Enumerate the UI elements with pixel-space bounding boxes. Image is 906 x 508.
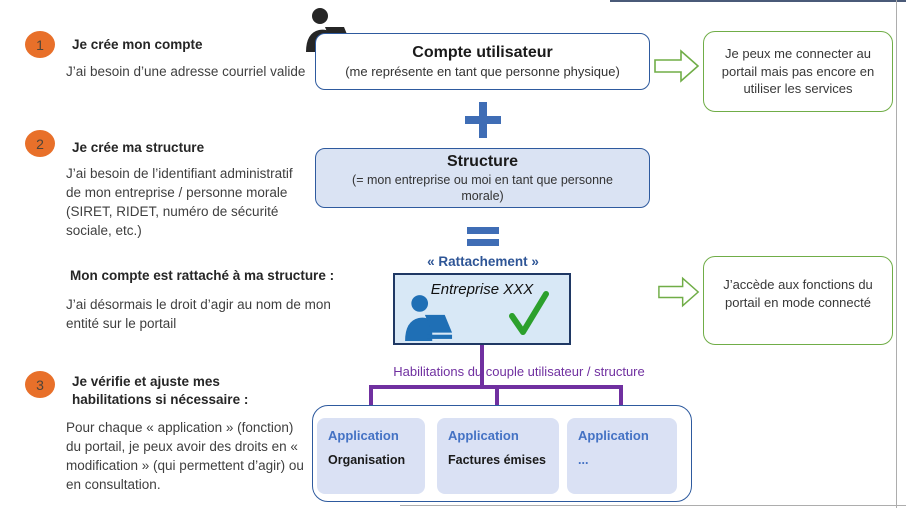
outcome-text: Je peux me connecter au portail mais pas… [721,46,875,97]
application-label: Factures émises [448,453,546,467]
step-2-body: J’ai besoin de l’identifiant administrat… [66,166,293,238]
application-header: Application [578,428,649,443]
application-label: ... [578,453,589,467]
step-1-body: J’ai besoin d’une adresse courriel valid… [66,64,306,79]
step-2-title: Je crée ma structure [72,140,205,155]
right-arrow-icon [654,49,700,83]
user-laptop-icon-blue [405,295,453,341]
step-badge-2: 2 [25,130,55,157]
right-arrow-icon [658,276,700,308]
account-box-subtitle: (me représente en tant que personne phys… [345,63,620,79]
step-badge-3: 3 [25,371,55,398]
attachment-note-body: J’ai désormais le droit d’agir au nom de… [66,297,331,331]
application-box-organisation: Application Organisation [317,418,425,494]
application-label: Organisation [328,453,406,467]
step-badge-1: 1 [25,31,55,58]
equals-icon [467,239,499,246]
step-number: 3 [36,376,44,393]
account-box: Compte utilisateur (me représente en tan… [315,33,650,90]
attachment-label: « Rattachement » [427,254,539,269]
application-box-more: Application ... [567,418,677,494]
account-box-title: Compte utilisateur [412,43,553,61]
structure-box-subtitle: (= mon entreprise ou moi en tant que per… [352,172,613,203]
outcome-box-connect: Je peux me connecter au portail mais pas… [703,31,893,112]
step-1-title: Je crée mon compte [72,37,203,52]
plus-icon [479,102,487,138]
step-number: 2 [36,135,44,152]
structure-box: Structure (= mon entreprise ou moi en ta… [315,148,650,208]
step-number: 1 [36,36,44,53]
application-header: Application [328,428,399,443]
structure-box-title: Structure [446,152,519,170]
outcome-box-connected-mode: J’accède aux fonctions du portail en mod… [703,256,893,345]
attachment-note-title: Mon compte est rattaché à ma structure : [70,268,335,283]
slide-top-border [610,0,906,2]
outcome-text: J’accède aux fonctions du portail en mod… [723,276,873,310]
equals-icon [467,227,499,234]
step-3-body: Pour chaque « application » (fonction) d… [66,420,304,492]
step-3-title: Je vérifie et ajuste mes habilitations s… [72,374,249,407]
application-box-factures: Application Factures émises [437,418,559,494]
company-box-title: Entreprise XXX [430,281,534,298]
habilitations-label: Habilitations du couple utilisateur / st… [393,364,645,379]
application-header: Application [448,428,519,443]
slide-bottom-border [400,505,906,506]
check-icon [509,291,549,335]
slide-right-border [896,0,897,508]
